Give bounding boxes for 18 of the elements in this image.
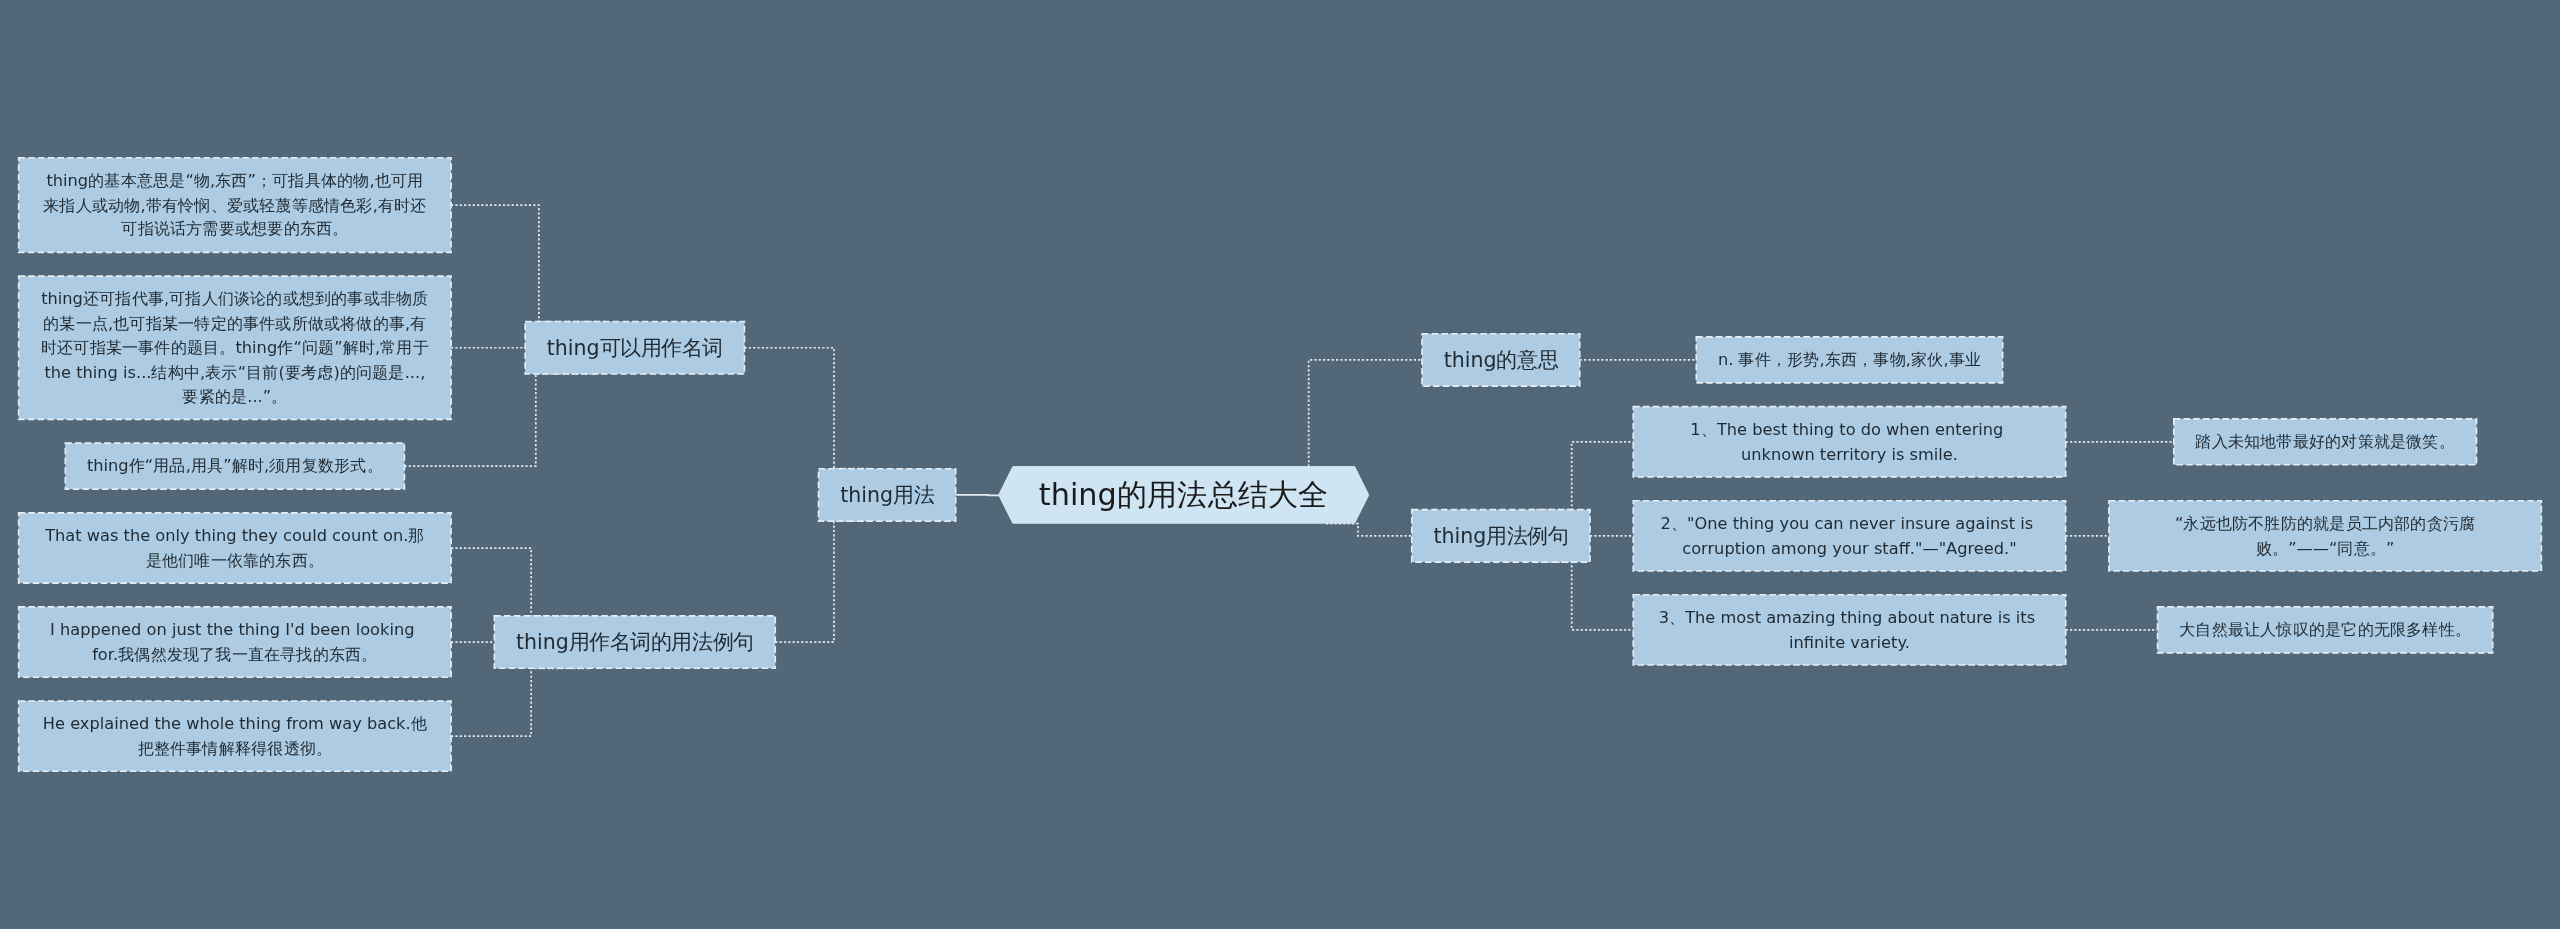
node-box: 2、"One thing you can never insure against is corruption among your staff."—"Agreed.": [1632, 499, 2067, 572]
node-box: thing用法: [817, 467, 957, 522]
node-box: n. 事件，形势,东西，事物,家伙,事业: [1695, 336, 2004, 384]
node-box: thing还可指代事,可指人们谈论的或想到的事或非物质的某一点,也可指某一特定的事件或所做或将做的事,有时还可指某一事件的题目。thing作“问题”解时,常用于the thing is...结构中,表示“目前(要考虑)的问题是...,要紧的是...”。: [17, 275, 452, 421]
node-box: thing用作名词的用法例句: [493, 615, 777, 670]
node-box: 1、The best thing to do when entering unknown territory is smile.: [1632, 405, 2067, 478]
node-box: 3、The most amazing thing about nature is its infinite variety.: [1632, 593, 2067, 666]
node-box: thing用法例句: [1410, 508, 1591, 563]
node-box: thing的基本意思是“物,东西”；可指具体的物,也可用来指人或动物,带有怜悯、爱或轻蔑等感情色彩,有时还可指说话方需要或想要的东西。: [17, 156, 452, 254]
node-box: thing可以用作名词: [524, 320, 746, 375]
node-box: 大自然最让人惊叹的是它的无限多样性。: [2156, 606, 2494, 654]
node-box: I happened on just the thing I'd been looking for.我偶然发现了我一直在寻找的东西。: [17, 606, 452, 678]
node-box: He explained the whole thing from way back.他把整件事情解释得很透彻。: [17, 700, 452, 773]
node-box: 踏入未知地带最好的对策就是微笑。: [2172, 418, 2478, 466]
node-box: That was the only thing they could count on.那是他们唯一依靠的东西。: [17, 512, 452, 584]
node-box: thing作“用品,用具”解时,须用复数形式。: [64, 442, 406, 490]
node-box: “永远也防不胜防的就是员工内部的贪污腐败。”——“同意。”: [2108, 499, 2543, 572]
node-box: thing的意思: [1421, 332, 1581, 387]
